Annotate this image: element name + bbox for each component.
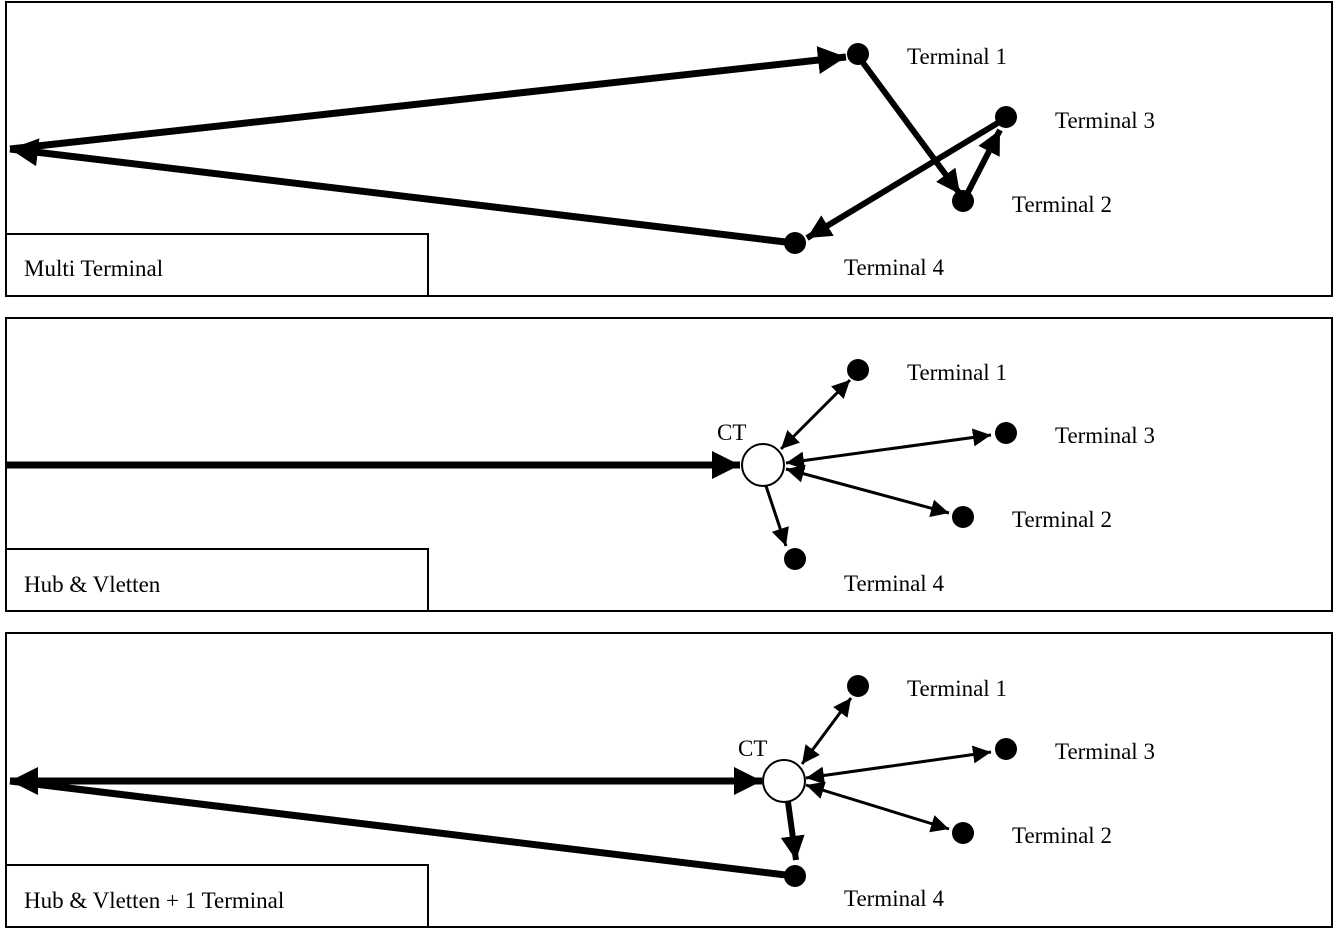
- panel-hub-vletten-plus-1-terminal: Hub & Vletten + 1 Terminal CT Terminal 1…: [5, 632, 1333, 928]
- panel-frame: [5, 1, 1333, 297]
- terminal-2-node: [952, 822, 974, 844]
- terminal-2-label: Terminal 2: [1012, 192, 1112, 217]
- route-hub-terminal-2: [805, 781, 950, 833]
- terminal-1-label: Terminal 1: [907, 44, 1007, 69]
- terminal-3-label: Terminal 3: [1055, 739, 1155, 764]
- panel-title: Hub & Vletten: [24, 572, 161, 597]
- route-terminal-3-to-terminal-4: [805, 115, 1008, 241]
- panel-hub-vletten: Hub & Vletten CT Terminal 1 Terminal 3 T…: [5, 317, 1333, 612]
- terminal-4-label: Terminal 4: [844, 255, 944, 280]
- route-hub-terminal-1: [800, 697, 853, 765]
- route-terminal-4-to-origin: [9, 777, 795, 880]
- route-terminal-1-to-terminal-2: [855, 54, 963, 196]
- route-hub-terminal-4: [780, 801, 805, 861]
- route-hub-terminal-3: [805, 745, 992, 785]
- panel-title: Multi Terminal: [24, 256, 163, 281]
- terminal-3-node: [995, 738, 1017, 760]
- terminal-2-node: [952, 190, 974, 212]
- terminal-1-label: Terminal 1: [907, 360, 1007, 385]
- terminal-2-label: Terminal 2: [1012, 507, 1112, 532]
- route-hub-terminal-1: [779, 378, 852, 451]
- terminal-2-node: [952, 506, 974, 528]
- terminal-3-label: Terminal 3: [1055, 423, 1155, 448]
- terminal-4-node: [784, 865, 806, 887]
- route-terminal-2-to-terminal-3: [962, 128, 1003, 200]
- hub-label: CT: [717, 420, 746, 445]
- terminal-3-node: [995, 422, 1017, 444]
- panel-title-box: [5, 548, 429, 612]
- hub-node: [741, 443, 785, 487]
- terminal-4-node: [784, 548, 806, 570]
- terminal-4-label: Terminal 4: [844, 886, 944, 911]
- panel-multi-terminal: Multi Terminal Terminal 1 Terminal 3 Ter…: [5, 1, 1333, 297]
- panel-title: Hub & Vletten + 1 Terminal: [24, 888, 284, 913]
- terminal-4-label: Terminal 4: [844, 571, 944, 596]
- terminal-3-label: Terminal 3: [1055, 108, 1155, 133]
- panel-frame: [5, 632, 1333, 928]
- route-terminal-4-to-origin: [9, 138, 795, 247]
- terminal-2-label: Terminal 2: [1012, 823, 1112, 848]
- hub-label: CT: [738, 736, 767, 761]
- terminal-3-node: [995, 106, 1017, 128]
- hub-node: [762, 759, 806, 803]
- terminal-1-label: Terminal 1: [907, 676, 1007, 701]
- terminal-1-node: [847, 43, 869, 65]
- route-hub-terminal-4: [764, 485, 789, 547]
- terminal-4-node: [784, 232, 806, 254]
- route-hub-terminal-2: [785, 465, 950, 517]
- panel-title-box: [5, 233, 429, 297]
- panel-title-box: [5, 864, 429, 928]
- terminal-1-node: [847, 675, 869, 697]
- route-hub-terminal-3: [785, 428, 992, 470]
- route-origin-to-terminal-1: [9, 46, 847, 153]
- terminal-1-node: [847, 359, 869, 381]
